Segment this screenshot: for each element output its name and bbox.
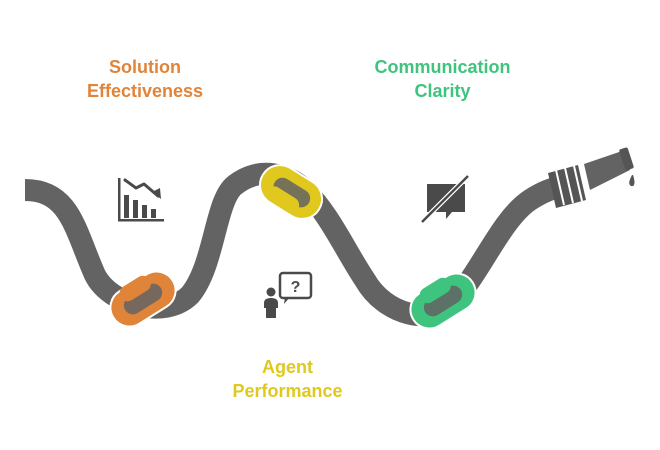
knot-yellow [258,164,324,220]
person-question-icon: ? [264,271,313,318]
step-title-agent-performance: Agent Performance [232,357,343,401]
svg-text:?: ? [291,279,301,296]
chart-decrease-icon [118,178,164,222]
hose-nozzle [548,147,635,208]
knot-green [409,272,477,330]
water-drop-icon [629,175,635,187]
speech-bubble-off-icon [420,174,470,224]
step-title-communication-clarity: Communication Clarity [374,57,511,101]
step-title-solution-effectiveness: Solution Effectiveness [86,57,204,101]
knot-orange [109,270,177,328]
